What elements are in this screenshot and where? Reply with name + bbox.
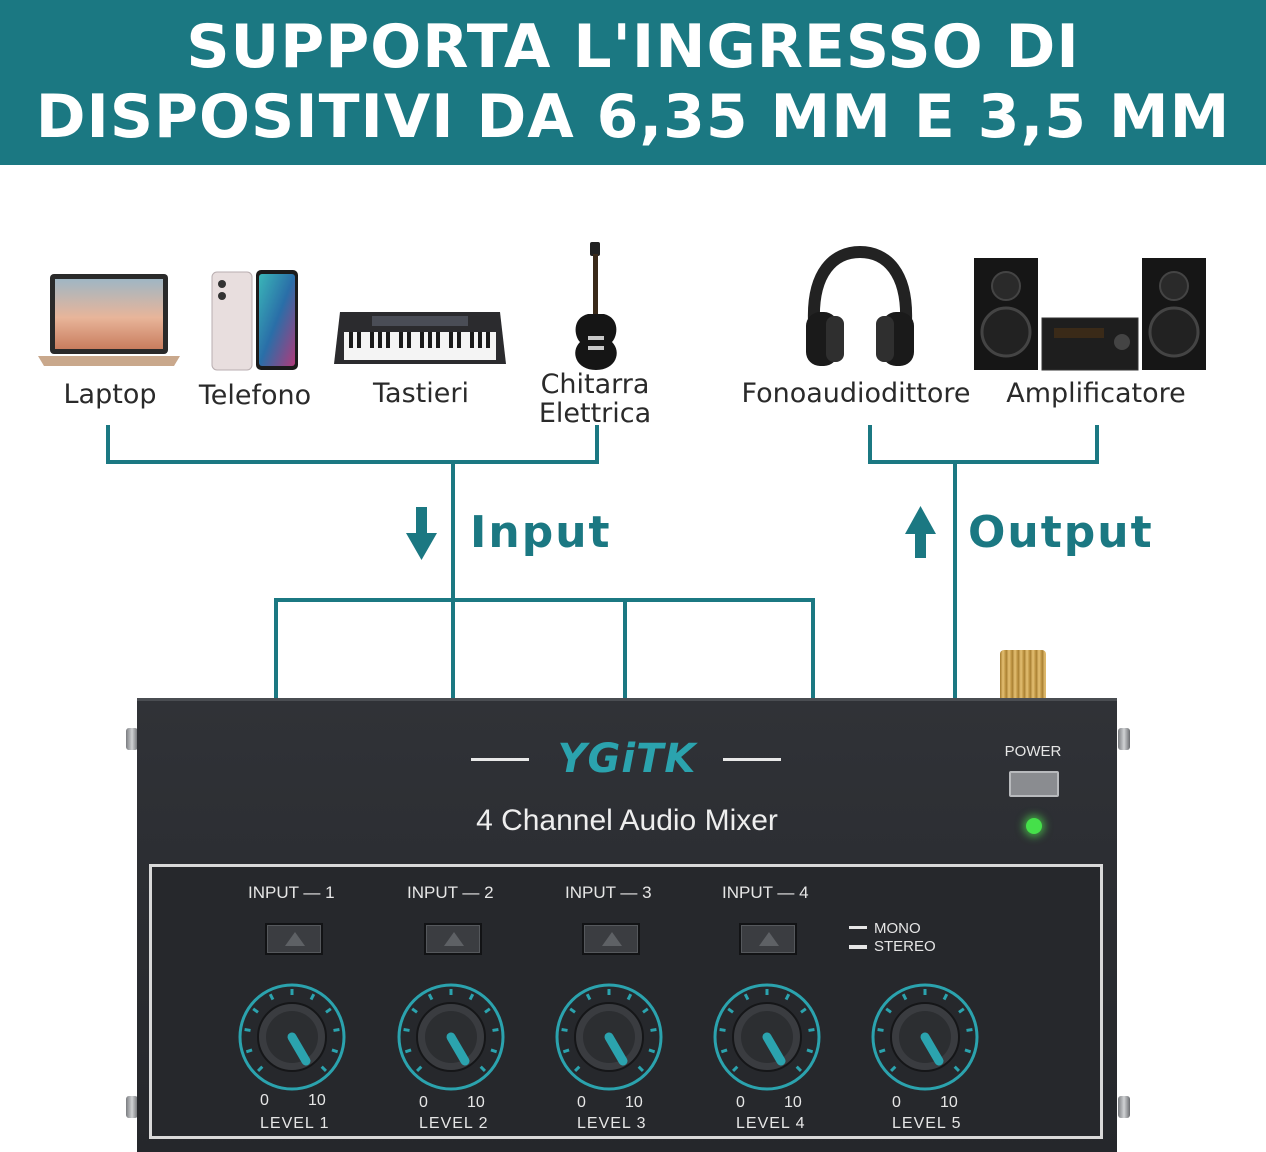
channel-4-button[interactable] (739, 923, 797, 955)
knob-3-min: 0 (577, 1094, 586, 1111)
channel-label-3: INPUT — 3 (565, 883, 652, 902)
mixer-subtitle: 4 Channel Audio Mixer (476, 804, 778, 837)
knob-4-max: 10 (784, 1094, 802, 1111)
knob-4-label: LEVEL 4 (736, 1115, 806, 1132)
knob-3-label: LEVEL 3 (577, 1115, 647, 1132)
knob-5-min: 0 (892, 1094, 901, 1111)
knob-1-max: 10 (308, 1092, 326, 1109)
screw (126, 1096, 138, 1118)
level-knob-1[interactable] (236, 981, 348, 1093)
power-label: POWER (1004, 743, 1062, 760)
triangle-up-icon (602, 932, 622, 946)
input-label: Input (470, 507, 612, 558)
output-bracket (868, 425, 1099, 464)
mono-label: MONO (874, 920, 921, 937)
stereo-indicator (849, 945, 867, 949)
laptop-icon (38, 274, 180, 366)
channel-2-button[interactable] (424, 923, 482, 955)
power-led (1026, 818, 1042, 834)
control-panel: INPUT — 1 INPUT — 2 INPUT — 3 INPUT — 4 … (149, 864, 1103, 1139)
brand-dash-right (723, 758, 781, 761)
device-label-laptop: Laptop (63, 379, 157, 410)
device-label-phone: Telefono (198, 380, 312, 411)
arrow-up-icon (905, 506, 936, 558)
arrow-down-icon (406, 507, 437, 560)
input-distribution (274, 598, 815, 698)
banner-title-line-1: SUPPORTA L'INGRESSO DI (186, 12, 1080, 82)
brand-logo: YGiTK (557, 736, 697, 782)
level-knob-3[interactable] (553, 981, 665, 1093)
amplifier-icon (974, 258, 1206, 371)
stereo-label: STEREO (874, 938, 936, 955)
output-jack (1000, 650, 1046, 698)
guitar-icon (575, 242, 617, 370)
keyboard-icon (334, 312, 506, 364)
triangle-up-icon (759, 932, 779, 946)
channel-label-4: INPUT — 4 (722, 883, 809, 902)
device-label-keyboard: Tastieri (373, 378, 469, 409)
screw (1118, 728, 1130, 750)
device-label-amplifier: Amplificatore (1006, 378, 1186, 409)
headphones-icon (806, 246, 914, 366)
output-label: Output (968, 507, 1154, 558)
knob-5-max: 10 (940, 1094, 958, 1111)
knob-5-label: LEVEL 5 (892, 1115, 962, 1132)
device-label-headphones: Fonoaudiodittore (741, 378, 971, 409)
knob-2-max: 10 (467, 1094, 485, 1111)
input-bracket (106, 425, 599, 464)
knob-3-max: 10 (625, 1094, 643, 1111)
knob-1-label: LEVEL 1 (260, 1115, 330, 1132)
phone-icon (211, 270, 298, 371)
knob-2-label: LEVEL 2 (419, 1115, 489, 1132)
knob-1-min: 0 (260, 1092, 269, 1109)
channel-label-1: INPUT — 1 (248, 883, 335, 902)
screw (126, 728, 138, 750)
triangle-up-icon (444, 932, 464, 946)
channel-1-button[interactable] (265, 923, 323, 955)
power-button[interactable] (1009, 771, 1059, 797)
brand-dash-left (471, 758, 529, 761)
device-label-guitar: Chitarra Elettrica (538, 369, 652, 429)
screw (1118, 1096, 1130, 1118)
audio-mixer: YGiTK 4 Channel Audio Mixer POWER INPUT … (137, 698, 1117, 1152)
level-knob-2[interactable] (395, 981, 507, 1093)
mono-indicator (849, 926, 867, 929)
triangle-up-icon (285, 932, 305, 946)
channel-3-button[interactable] (582, 923, 640, 955)
knob-2-min: 0 (419, 1094, 428, 1111)
level-knob-4[interactable] (711, 981, 823, 1093)
level-knob-5[interactable] (869, 981, 981, 1093)
channel-label-2: INPUT — 2 (407, 883, 494, 902)
knob-4-min: 0 (736, 1094, 745, 1111)
banner-title-line-2: DISPOSITIVI DA 6,35 MM E 3,5 MM (35, 82, 1231, 152)
header-banner: SUPPORTA L'INGRESSO DI DISPOSITIVI DA 6,… (0, 0, 1266, 165)
